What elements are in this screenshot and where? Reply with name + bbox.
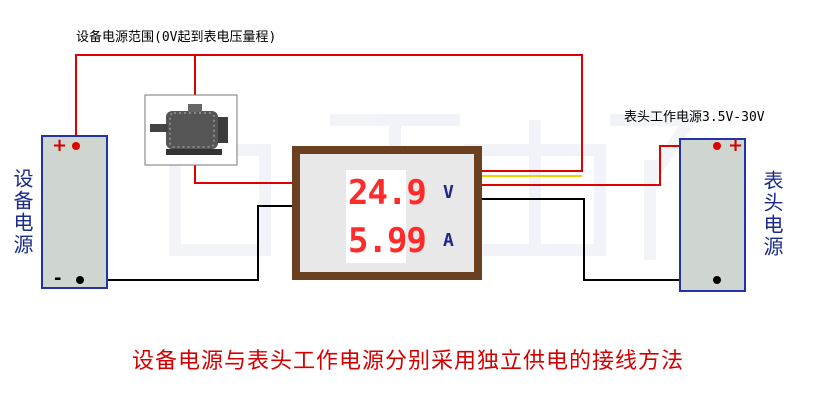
device-battery xyxy=(41,135,108,289)
voltage-reading: 24.9 xyxy=(348,173,427,213)
motor-icon xyxy=(150,104,228,155)
meter-supply-label: 表头工作电源3.5V-30V xyxy=(624,110,765,125)
device-minus-terminal xyxy=(76,276,84,284)
device-supply-vertical-label: 设备电源 xyxy=(10,168,34,256)
caption: 设备电源与表头工作电源分别采用独立供电的接线方法 xyxy=(131,349,684,374)
meter-display xyxy=(346,170,406,263)
device-plus-sign: + xyxy=(52,135,68,156)
current-reading: 5.99 xyxy=(348,221,427,261)
current-unit: A xyxy=(443,230,454,251)
device-supply-range-label: 设备电源范围(0V起到表电压量程) xyxy=(76,30,277,45)
voltage-unit: V xyxy=(443,182,454,203)
meter-battery xyxy=(679,138,746,292)
meter-plus-terminal xyxy=(713,142,721,150)
negative-wires xyxy=(80,198,717,281)
device-plus-terminal xyxy=(72,142,80,150)
device-minus-sign: - xyxy=(54,268,62,289)
meter-minus-terminal xyxy=(713,276,721,284)
meter-supply-vertical-label: 表头电源 xyxy=(760,170,784,258)
meter-plus-sign: + xyxy=(728,135,744,156)
